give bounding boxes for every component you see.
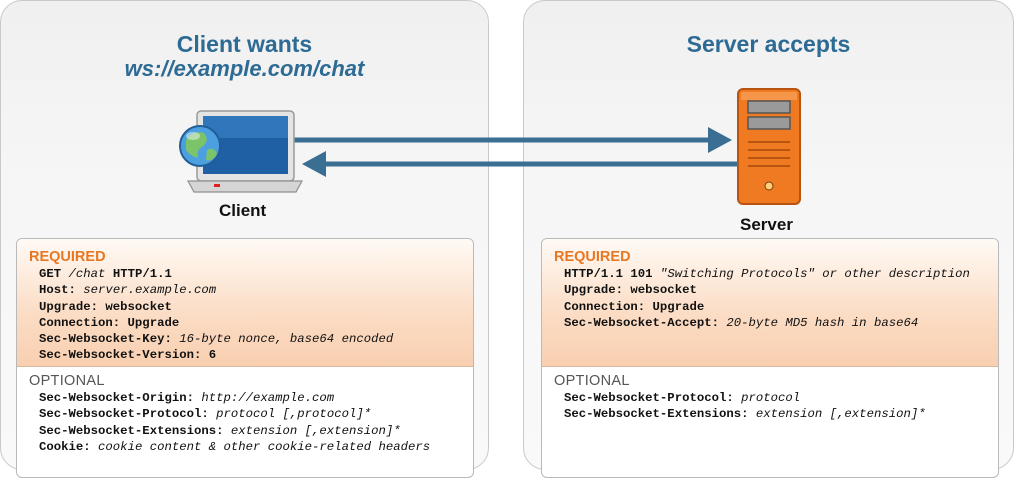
client-label: Client bbox=[219, 201, 267, 220]
server-required-line: Connection: Upgrade bbox=[564, 299, 705, 314]
request-arrow bbox=[292, 127, 732, 153]
server-required-line: Sec-Websocket-Accept: 20-byte MD5 hash i… bbox=[564, 315, 919, 330]
client-required-line: Sec-Websocket-Version: 6 bbox=[39, 348, 217, 363]
client-required-line: Sec-Websocket-Key: 16-byte nonce, base64… bbox=[39, 332, 394, 347]
client-url: ws://example.com/chat bbox=[124, 56, 365, 81]
server-optional-line: Sec-Websocket-Extensions: extension [,ex… bbox=[564, 407, 926, 422]
client-required-heading: REQUIRED bbox=[29, 249, 106, 265]
client-required-line: GET /chat HTTP/1.1 bbox=[39, 267, 172, 281]
client-panel: Client wants ws://example.com/chat Clien… bbox=[0, 0, 489, 478]
client-required-line: Host: server.example.com bbox=[39, 283, 217, 298]
server-headers-card: REQUIRED HTTP/1.1 101 "Switching Protoco… bbox=[541, 238, 999, 478]
server-optional-section: OPTIONAL Sec-Websocket-Protocol: protoco… bbox=[542, 367, 998, 423]
server-required-line: Upgrade: websocket bbox=[564, 283, 697, 298]
response-arrow bbox=[302, 151, 738, 177]
client-optional-line: Sec-Websocket-Extensions: extension [,ex… bbox=[39, 423, 401, 438]
client-optional-line: Sec-Websocket-Protocol: protocol [,proto… bbox=[39, 407, 372, 422]
diagram-graphics bbox=[179, 88, 801, 205]
client-optional-line: Sec-Websocket-Origin: http://example.com bbox=[39, 391, 335, 405]
client-required-line: Connection: Upgrade bbox=[39, 315, 180, 330]
client-required-section: REQUIRED GET /chat HTTP/1.1 Host: server… bbox=[17, 239, 473, 367]
server-optional-heading: OPTIONAL bbox=[554, 373, 630, 389]
server-tower-icon bbox=[737, 88, 801, 205]
server-required-line: HTTP/1.1 101 "Switching Protocols" or ot… bbox=[564, 267, 970, 281]
client-required-line: Upgrade: websocket bbox=[39, 299, 172, 314]
laptop-with-globe-icon bbox=[179, 110, 304, 193]
client-title: Client wants bbox=[176, 31, 313, 57]
client-optional-section: OPTIONAL Sec-Websocket-Origin: http://ex… bbox=[17, 367, 473, 455]
client-optional-heading: OPTIONAL bbox=[29, 373, 105, 389]
server-required-section: REQUIRED HTTP/1.1 101 "Switching Protoco… bbox=[542, 239, 998, 367]
server-required-heading: REQUIRED bbox=[554, 249, 631, 265]
server-panel: Server accepts Server REQUIRED HTTP/1.1 … bbox=[523, 0, 1014, 478]
server-title: Server accepts bbox=[686, 31, 851, 57]
client-optional-line: Cookie: cookie content & other cookie-re… bbox=[39, 439, 431, 454]
server-label: Server bbox=[740, 215, 793, 234]
server-optional-line: Sec-Websocket-Protocol: protocol bbox=[564, 391, 801, 405]
client-headers-card: REQUIRED GET /chat HTTP/1.1 Host: server… bbox=[16, 238, 474, 478]
